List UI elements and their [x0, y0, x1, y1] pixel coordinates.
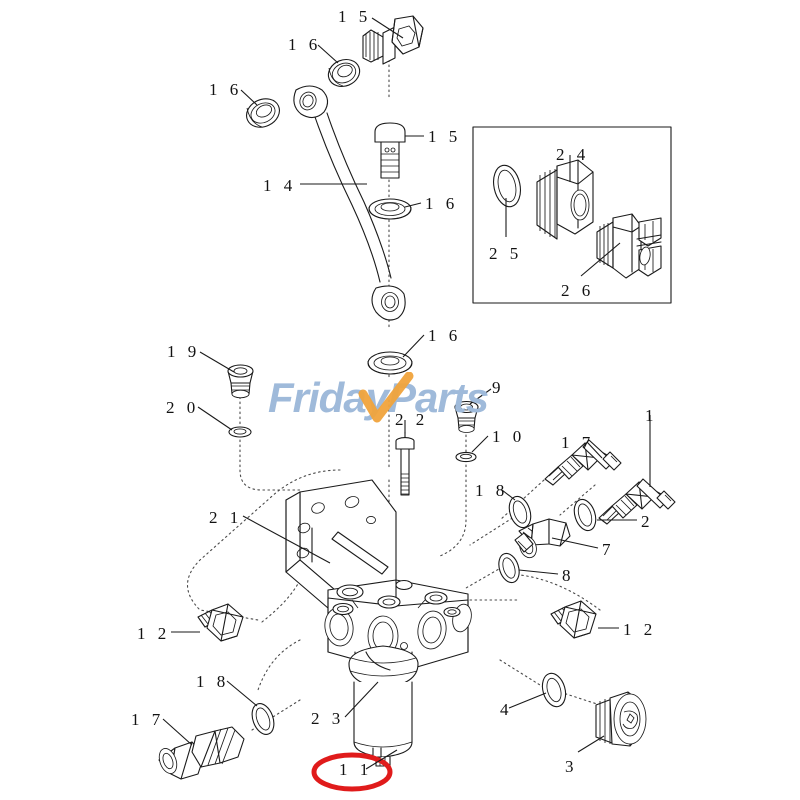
callout-16-d: 1 6 [428, 326, 462, 345]
part-oring-8 [498, 552, 520, 584]
callout-10: 1 0 [492, 427, 526, 446]
part-fitting-24 [536, 159, 594, 240]
callout-4: 4 [500, 700, 513, 719]
part-oring-18-upper [508, 495, 532, 529]
part-bolt-22 [395, 437, 415, 496]
callout-16-c: 1 6 [425, 194, 459, 213]
callout-15-upper: 1 5 [338, 7, 372, 26]
part-washer-16-d [367, 351, 413, 375]
part-washer-16-c [368, 198, 412, 220]
callout-20: 2 0 [166, 398, 200, 417]
part-washer-20 [228, 426, 252, 438]
callout-11-highlighted: 1 1 [339, 760, 373, 779]
callout-1: 1 [645, 406, 658, 425]
callout-7: 7 [602, 540, 615, 559]
callout-2: 2 [641, 512, 654, 531]
callout-17-lower: 1 7 [131, 710, 165, 729]
callout-19: 1 9 [167, 342, 201, 361]
part-oring-18-lower [251, 703, 275, 735]
callout-15-lower: 1 5 [428, 127, 462, 146]
watermark-check-icon [358, 372, 414, 423]
part-connector-26 [596, 213, 662, 279]
part-bolt-12-right [550, 600, 597, 639]
part-fuel-pipe-14 [293, 85, 406, 321]
part-filter-head-assembly-21 [285, 479, 472, 673]
part-plug-9 [454, 400, 479, 433]
callout-23: 2 3 [311, 709, 345, 728]
part-plug-19 [227, 364, 254, 399]
callout-3: 3 [565, 757, 578, 776]
callout-18-lower: 1 8 [196, 672, 230, 691]
highlight-ellipse [311, 752, 393, 792]
part-washer-4 [541, 672, 567, 708]
part-fitting-17-lower [158, 726, 245, 780]
callout-17-upper: 1 7 [561, 433, 595, 452]
callout-24: 2 4 [556, 145, 590, 164]
callout-14: 1 4 [263, 176, 297, 195]
leader-lines [162, 17, 651, 770]
callout-16-a: 1 6 [288, 35, 322, 54]
callout-12-right: 1 2 [623, 620, 657, 639]
part-oring-2 [573, 498, 597, 532]
part-bolt-12-left [197, 603, 244, 642]
callout-8: 8 [562, 566, 575, 585]
part-oring-25 [493, 164, 521, 208]
part-oring-10 [455, 451, 477, 463]
callout-25: 2 5 [489, 244, 523, 263]
part-banjo-bolt-15-upper [362, 15, 424, 65]
callout-12-left: 1 2 [137, 624, 171, 643]
part-washer-16-a [327, 58, 361, 88]
part-filter-element-23 [348, 642, 419, 767]
callout-26: 2 6 [561, 281, 595, 300]
part-fitting-7 [514, 518, 571, 559]
part-fitting-1 [598, 478, 676, 525]
part-washer-16-b [246, 98, 280, 128]
callout-21: 2 1 [209, 508, 243, 527]
callout-18-upper: 1 8 [475, 481, 509, 500]
part-banjo-bolt-15-lower [374, 122, 406, 179]
callout-9: 9 [492, 378, 505, 397]
callout-16-b: 1 6 [209, 80, 243, 99]
callout-22: 2 2 [395, 410, 429, 429]
part-drain-plug-3 [595, 691, 647, 747]
